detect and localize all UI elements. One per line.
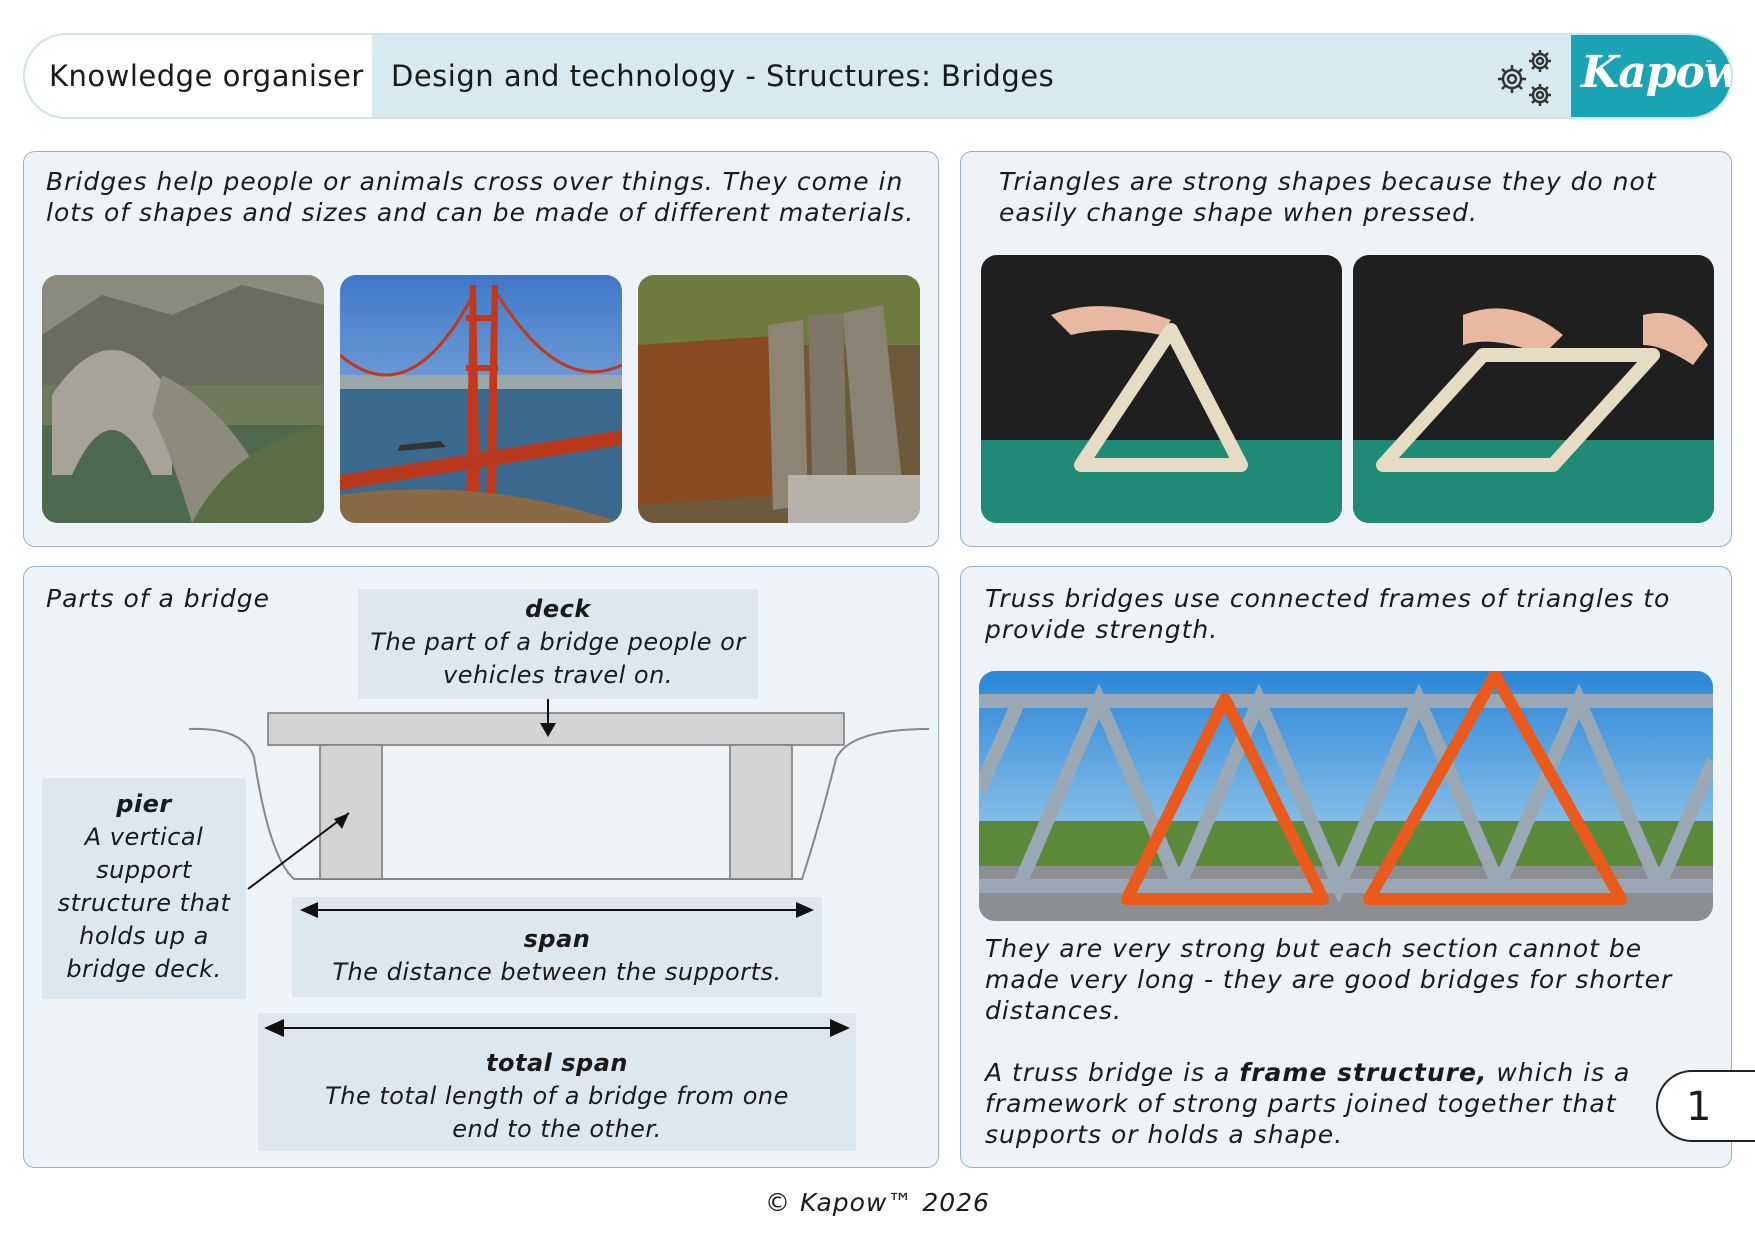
- span-definition: The distance between the supports.: [332, 958, 782, 986]
- header-left-tab: Knowledge organiser: [25, 35, 372, 117]
- deck-term: deck: [525, 595, 591, 623]
- stone-arch-bridge-photo: [42, 275, 324, 523]
- frame-structure-term: frame structure,: [1239, 1058, 1488, 1087]
- deck-definition: The part of a bridge people or vehicles …: [370, 628, 746, 689]
- intro-text: Bridges help people or animals cross ove…: [46, 167, 915, 227]
- gears-icon: [1498, 50, 1551, 106]
- pier-term: pier: [116, 790, 172, 818]
- triangle-model-photo: [981, 255, 1342, 523]
- plank-bridge-photo: [638, 275, 920, 523]
- span-arrow: [300, 902, 814, 918]
- span-term: span: [523, 925, 591, 953]
- page-header: Knowledge organiser Design and technolog…: [23, 33, 1733, 119]
- triangles-text: Triangles are strong shapes because they…: [999, 167, 1657, 227]
- page-number-tab: 1: [1656, 1070, 1755, 1142]
- footer-copyright: © Kapow™ 2026: [765, 1188, 990, 1217]
- page-title: Design and technology - Structures: Brid…: [391, 59, 1055, 93]
- logo-text: Kapow: [1581, 47, 1733, 98]
- total-span-arrow: [264, 1019, 850, 1037]
- deck-label: deck The part of a bridge people or vehi…: [358, 589, 758, 699]
- intro-panel: Bridges help people or animals cross ove…: [23, 151, 939, 547]
- bridge-diagram: [188, 684, 930, 890]
- parts-panel: Parts of a bridge deck The part of a bri…: [23, 566, 939, 1168]
- header-left-label: Knowledge organiser: [49, 59, 364, 93]
- parallelogram-model-photo: [1353, 255, 1714, 523]
- triangles-panel: Triangles are strong shapes because they…: [960, 151, 1732, 547]
- truss-text-2-after: which is a framework of strong parts joi…: [985, 1058, 1631, 1149]
- truss-text-1: They are very strong but each section ca…: [985, 934, 1673, 1025]
- kapow-logo: Kapow ™: [1571, 35, 1731, 117]
- total-span-term: total span: [486, 1049, 628, 1077]
- logo-tm: ™: [1705, 59, 1713, 68]
- total-span-label: total span The total length of a bridge …: [258, 1013, 856, 1151]
- pier-label: pier A vertical support structure that h…: [42, 778, 246, 999]
- total-span-definition: The total length of a bridge from one en…: [325, 1082, 789, 1143]
- parts-heading: Parts of a bridge: [46, 584, 270, 613]
- truss-panel: Truss bridges use connected frames of tr…: [960, 566, 1732, 1168]
- truss-text-2-before: A truss bridge is a: [985, 1058, 1240, 1087]
- pier-definition: A vertical support structure that holds …: [57, 823, 231, 983]
- truss-bridge-photo: [979, 671, 1713, 921]
- span-label: span The distance between the supports.: [292, 897, 822, 997]
- page-number: 1: [1686, 1084, 1712, 1130]
- truss-intro: Truss bridges use connected frames of tr…: [985, 584, 1671, 644]
- truss-text-2: A truss bridge is a frame structure, whi…: [985, 1057, 1665, 1150]
- suspension-bridge-photo: [340, 275, 622, 523]
